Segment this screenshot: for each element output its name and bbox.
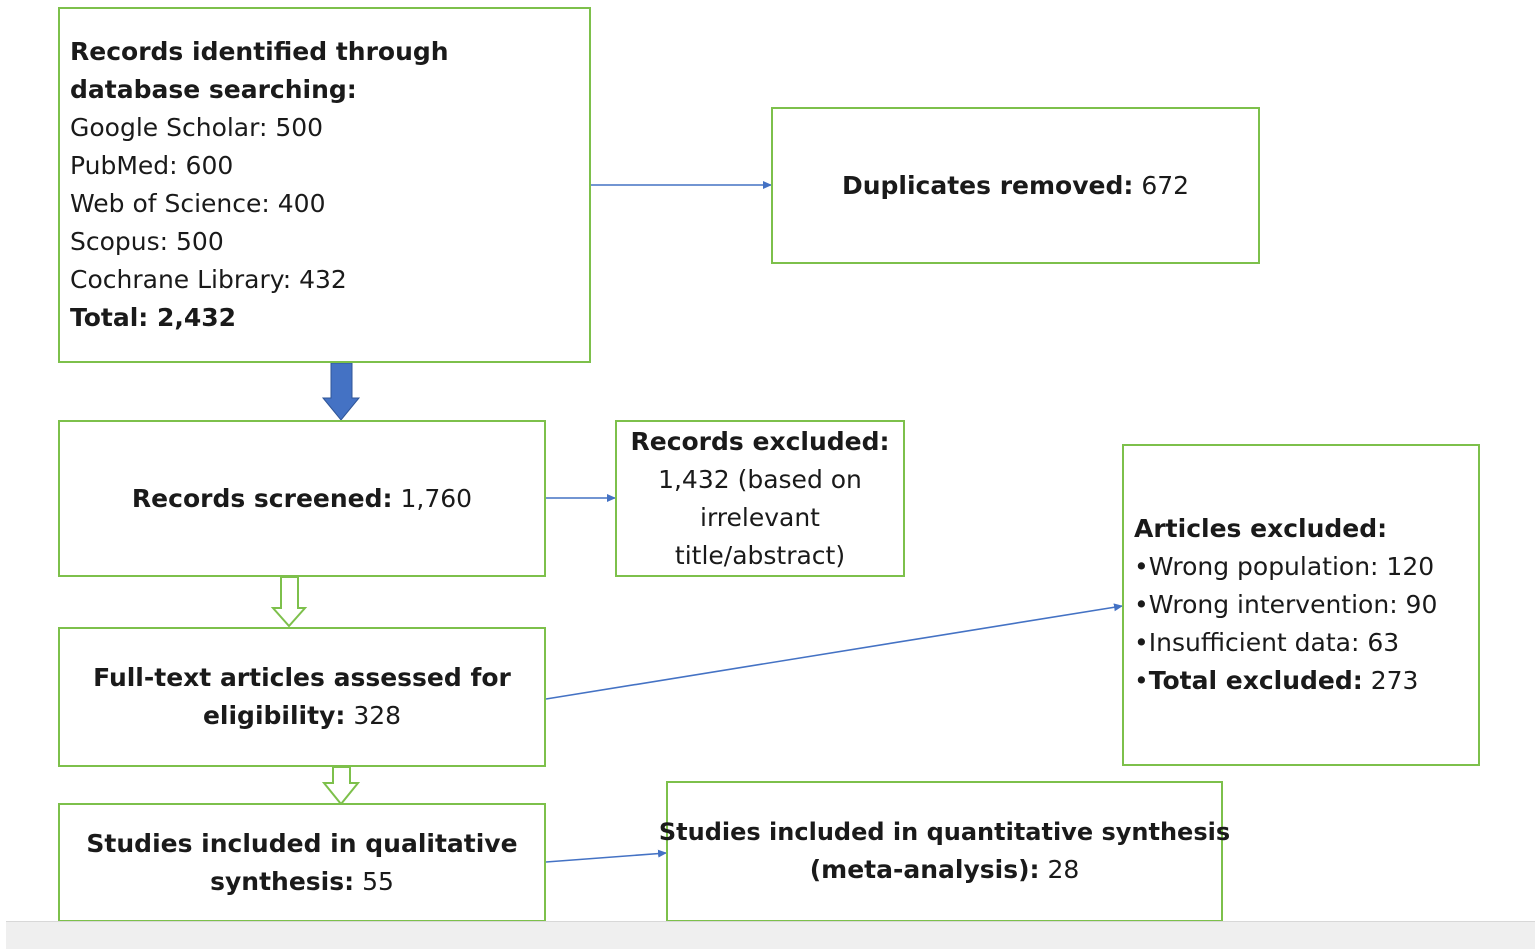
- arrow-to-articles-excluded: [545, 603, 1123, 700]
- reason-insufficient-data: •Insufficient data: 63: [1134, 628, 1400, 657]
- reason-wrong-population: •Wrong population: 120: [1134, 552, 1435, 581]
- duplicates-text: Duplicates removed: 672: [841, 170, 1190, 200]
- fulltext-line-1: Full-text articles assessed for: [93, 663, 511, 692]
- identification-total: Total: 2,432: [70, 303, 237, 332]
- records-excluded-line-2: irrelevant: [700, 502, 820, 532]
- source-web-of-science: Web of Science: 400: [70, 189, 326, 218]
- hollow-arrow-to-qualitative: [321, 766, 361, 806]
- screened-box: Records screened: 1,760: [58, 420, 546, 577]
- records-excluded-heading: Records excluded:: [630, 426, 890, 456]
- reason-wrong-intervention: •Wrong intervention: 90: [1134, 590, 1438, 619]
- quantitative-box: Studies included in quantitative synthes…: [659, 781, 1230, 922]
- hollow-arrow-to-fulltext: [270, 576, 308, 628]
- fulltext-box: Full-text articles assessed for eligibil…: [58, 627, 546, 767]
- records-excluded-box: Records excluded: 1,432 (based on irrele…: [615, 420, 905, 577]
- articles-excluded-heading: Articles excluded:: [1134, 514, 1388, 543]
- records-excluded-line-3: title/abstract): [674, 540, 846, 570]
- arrow-to-quantitative: [545, 849, 667, 863]
- block-arrow-down: [321, 362, 361, 421]
- qualitative-line-2: synthesis: 55: [210, 866, 394, 896]
- quantitative-line-2: (meta-analysis): 28: [809, 855, 1080, 884]
- identification-box: Records identified through database sear…: [58, 7, 591, 363]
- fulltext-line-2: eligibility: 328: [202, 701, 402, 730]
- identification-heading: Records identified through database sear…: [70, 37, 449, 104]
- window-bottom-bar: [6, 921, 1535, 949]
- source-cochrane-library: Cochrane Library: 432: [70, 265, 347, 294]
- source-scopus: Scopus: 500: [70, 227, 224, 256]
- qualitative-box: Studies included in qualitative synthesi…: [58, 803, 546, 922]
- quantitative-line-1: Studies included in quantitative synthes…: [658, 818, 1231, 846]
- source-pubmed: PubMed: 600: [70, 151, 234, 180]
- records-excluded-line-1: 1,432 (based on: [658, 464, 862, 494]
- duplicates-box: Duplicates removed: 672: [771, 107, 1260, 264]
- qualitative-line-1: Studies included in qualitative: [86, 828, 518, 858]
- articles-excluded-total: •Total excluded: 273: [1134, 666, 1419, 695]
- articles-excluded-box: Articles excluded: •Wrong population: 12…: [1122, 444, 1480, 766]
- source-google-scholar: Google Scholar: 500: [70, 113, 324, 142]
- screened-text: Records screened: 1,760: [131, 483, 473, 513]
